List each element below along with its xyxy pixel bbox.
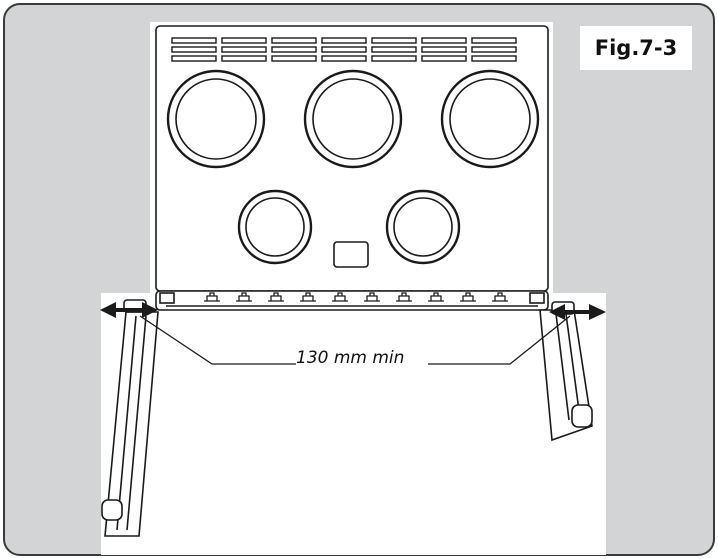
cooking-zone-front-left	[237, 189, 313, 265]
figure-label: Fig.7-3	[580, 26, 692, 70]
clearance-leader-lines	[139, 315, 571, 365]
right-clearance-arrow	[549, 304, 606, 320]
cooker-appliance	[155, 25, 549, 311]
cooking-zone-front-right	[385, 189, 461, 265]
cooking-zone-rear-left	[166, 69, 266, 169]
vent-grille	[171, 37, 517, 62]
left-cabinet-door	[101, 299, 159, 537]
clearance-dimension-label: 130 mm min	[296, 348, 405, 368]
left-clearance-arrow	[100, 302, 158, 318]
control-knobs	[204, 292, 508, 302]
cooking-zone-rear-right	[440, 69, 540, 169]
floor-area	[101, 293, 606, 555]
control-display	[333, 241, 369, 268]
cooking-zone-rear-center	[303, 69, 403, 169]
right-cabinet-door	[539, 301, 593, 442]
